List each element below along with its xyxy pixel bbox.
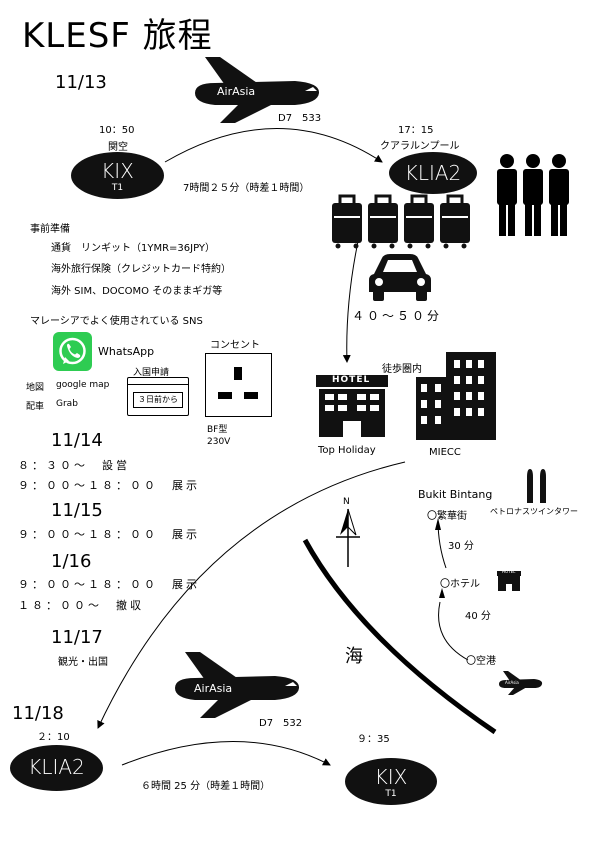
- ride-app: Grab: [56, 399, 78, 409]
- venue-name: MIECC: [429, 447, 461, 458]
- airplane-icon: [175, 652, 300, 718]
- map-airport: 〇空港: [466, 656, 496, 667]
- ride-label: 配車: [26, 402, 45, 412]
- whatsapp-icon: [53, 332, 92, 371]
- return-duration: ６時間 25 分（時差１時間）: [141, 781, 271, 792]
- luggage-icon: [332, 194, 470, 249]
- terminal-label: T1: [385, 789, 397, 799]
- map-time: 40 分: [465, 611, 491, 622]
- schedule-date: 11/15: [51, 500, 103, 521]
- coastline: [302, 538, 497, 735]
- airport-code: KLIA2: [404, 161, 462, 185]
- compass-icon: [336, 508, 360, 567]
- airport-code: KLIA2: [28, 755, 85, 779]
- klia2-arrive-badge: KLIA2: [389, 152, 477, 194]
- return-arrow: [121, 741, 331, 766]
- return-depart-time: ２：10: [37, 732, 70, 743]
- venue-building-icon: [416, 352, 496, 440]
- hotel-sign: HOTEL: [332, 375, 371, 385]
- entry-title: 入国申請: [133, 368, 170, 378]
- airport-code: KIX: [374, 765, 408, 789]
- schedule-line: ９：００～１８：００ 展示: [18, 578, 200, 591]
- terminal-label: T1: [111, 183, 124, 193]
- outbound-flight: D7 533: [278, 113, 322, 124]
- map-time: 30 分: [448, 541, 474, 552]
- schedule-line: ８：３０～ 設営: [18, 459, 130, 472]
- transfer-time: ４０～５０分: [352, 309, 443, 323]
- map-hotel-icon: [497, 571, 521, 591]
- outbound-duration: 7時間２５分（時差１時間）: [183, 183, 310, 194]
- schedule-line: 観光・出国: [58, 657, 108, 668]
- kix-depart-badge: KIX T1: [71, 152, 164, 199]
- map-label: 地図: [26, 383, 45, 393]
- map-hotel: 〇ホテル: [440, 579, 480, 590]
- outlet-heading: コンセント: [210, 340, 260, 351]
- prep-item: 海外旅行保険（クレジットカード特約）: [51, 264, 231, 275]
- hotel-name: Top Holiday: [318, 445, 376, 456]
- arrive-city: クアラルンプール: [380, 141, 460, 152]
- prep-item: 海外 SIM、DOCOMO そのままギガ等: [51, 286, 223, 297]
- sns-heading: マレーシアでよく使用されている SNS: [30, 316, 203, 327]
- page-title: KLESF 旅程: [22, 16, 213, 56]
- return-curve-arrow: [97, 461, 406, 729]
- prep-item: 通貨 リンギット（1YMR=36JPY）: [51, 243, 216, 254]
- outbound-airline: AirAsia: [217, 85, 256, 98]
- entry-note: ３日前から: [138, 395, 178, 404]
- outlet-icon: [205, 353, 272, 417]
- map-app: google map: [56, 380, 110, 390]
- return-flight: D7 532: [259, 718, 303, 729]
- schedule-date: 11/17: [51, 627, 103, 648]
- depart-time: 10：50: [99, 125, 135, 136]
- airport-code: KIX: [101, 159, 134, 183]
- sea-label: 海: [345, 646, 363, 667]
- klia2-depart-badge: KLIA2: [10, 745, 103, 791]
- depart-city: 関空: [108, 142, 128, 153]
- map-shopping: 〇繁華街: [427, 511, 467, 522]
- transfer-arrow: [342, 231, 361, 363]
- prep-heading: 事前準備: [30, 224, 70, 235]
- car-icon: [369, 254, 431, 301]
- outlet-voltage: 230V: [207, 437, 231, 447]
- outbound-arrow: [164, 128, 383, 163]
- return-airline: AirAsia: [194, 682, 233, 695]
- outbound-date: 11/13: [55, 72, 107, 93]
- mini-airplane-icon: [499, 671, 543, 695]
- return-arrive-time: ９：35: [357, 734, 390, 745]
- entry-window: ３日前から: [127, 377, 189, 416]
- kix-arrive-badge: KIX T1: [345, 758, 437, 805]
- schedule-date: 11/14: [51, 430, 103, 451]
- schedule-line: ９：００～１８：００ 展示: [18, 528, 200, 541]
- whatsapp-label: WhatsApp: [98, 345, 155, 358]
- twin-towers-icon: [527, 469, 546, 503]
- map-hotel-sign: HOTEL: [502, 569, 516, 574]
- towers-label: ペトロナスツインタワー: [490, 507, 578, 516]
- outlet-type: BF型: [207, 425, 228, 435]
- walk-label: 徒歩圏内: [382, 364, 422, 375]
- hotel-icon: [316, 375, 388, 437]
- schedule-line: １８：００～ 撤収: [18, 599, 144, 612]
- schedule-date: 1/16: [51, 551, 92, 572]
- airplane-icon: [195, 57, 320, 123]
- mini-airplane-label: AirAsia: [505, 680, 519, 685]
- people-icon: [497, 154, 569, 236]
- entry-note-box: ３日前から: [133, 392, 183, 408]
- north-label: N: [343, 497, 350, 507]
- return-date: 11/18: [12, 703, 64, 724]
- schedule-line: ９：００～１８：００ 展示: [18, 479, 200, 492]
- bintang-label: Bukit Bintang: [418, 488, 493, 501]
- arrive-time: 17：15: [398, 125, 434, 136]
